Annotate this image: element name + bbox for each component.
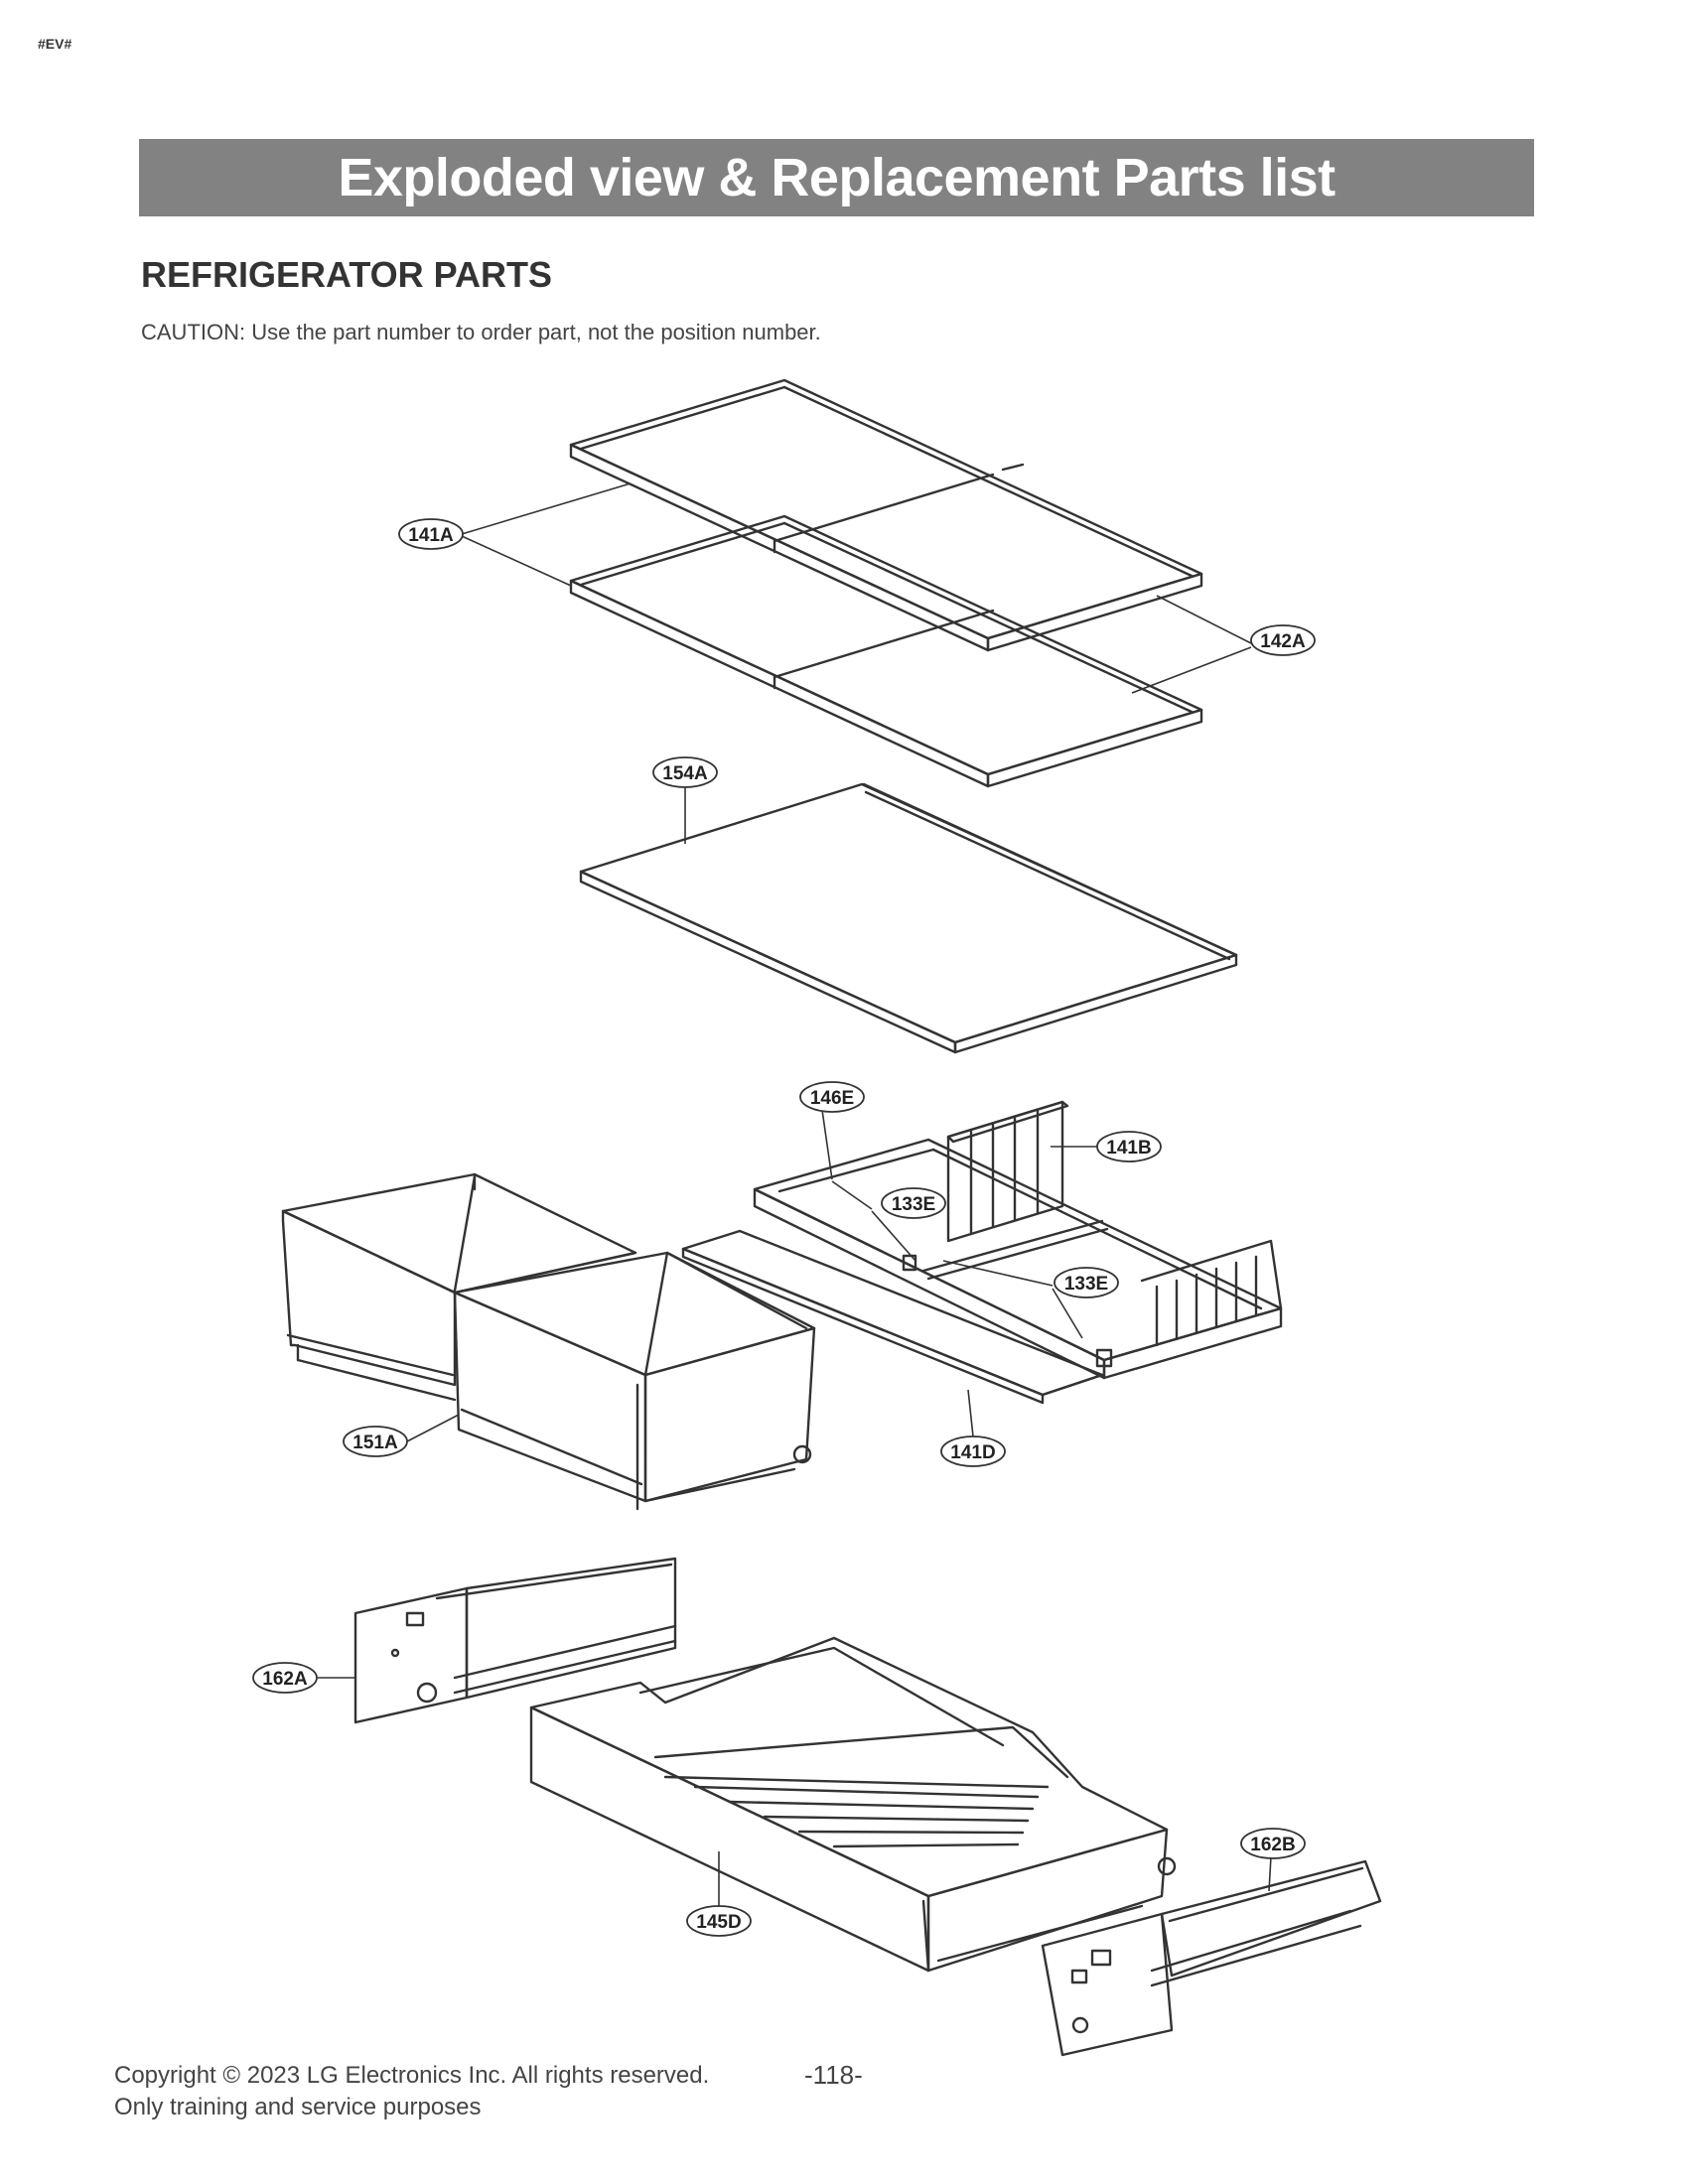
callout-162a: 162A <box>262 1669 308 1690</box>
purpose-text: Only training and service purposes <box>114 2094 482 2120</box>
rail-162a <box>353 1557 677 1724</box>
callout-141a: 141A <box>408 525 454 546</box>
callout-141b: 141B <box>1106 1138 1151 1159</box>
callout-154a: 154A <box>662 763 708 784</box>
crisper-drawer-left <box>281 1172 637 1402</box>
page-title: Exploded view & Replacement Parts list <box>338 148 1336 207</box>
page-number: -118- <box>804 2060 863 2090</box>
section-title: REFRIGERATOR PARTS <box>141 254 553 295</box>
callout-162b: 162B <box>1250 1835 1295 1855</box>
caution-note: CAUTION: Use the part number to order pa… <box>141 320 821 344</box>
document-tag: #EV# <box>38 36 72 52</box>
callout-151a: 151A <box>352 1433 398 1453</box>
freezer-drawer-145d <box>529 1636 1177 1973</box>
crisper-drawer-right <box>453 1251 816 1511</box>
header-banner: Exploded view & Replacement Parts list <box>139 139 1534 216</box>
callout-145d: 145D <box>696 1912 741 1933</box>
callout-133e-upper: 133E <box>892 1194 935 1215</box>
upper-glass-shelf <box>569 378 1203 652</box>
rail-162b <box>1041 1859 1382 2057</box>
callout-146e: 146E <box>810 1088 854 1109</box>
lower-glass-shelf <box>569 514 1203 788</box>
glass-panel-154a <box>579 782 1238 1054</box>
divider-141b <box>946 1100 1069 1243</box>
footer-notice: Copyright © 2023 LG Electronics Inc. All… <box>114 2060 709 2123</box>
callout-133e-lower: 133E <box>1064 1274 1108 1295</box>
copyright-text: Copyright © 2023 LG Electronics Inc. All… <box>114 2062 710 2089</box>
callout-141d: 141D <box>950 1442 995 1463</box>
glass-shelf-141d <box>681 1229 1104 1405</box>
callout-142a: 142A <box>1260 631 1306 652</box>
